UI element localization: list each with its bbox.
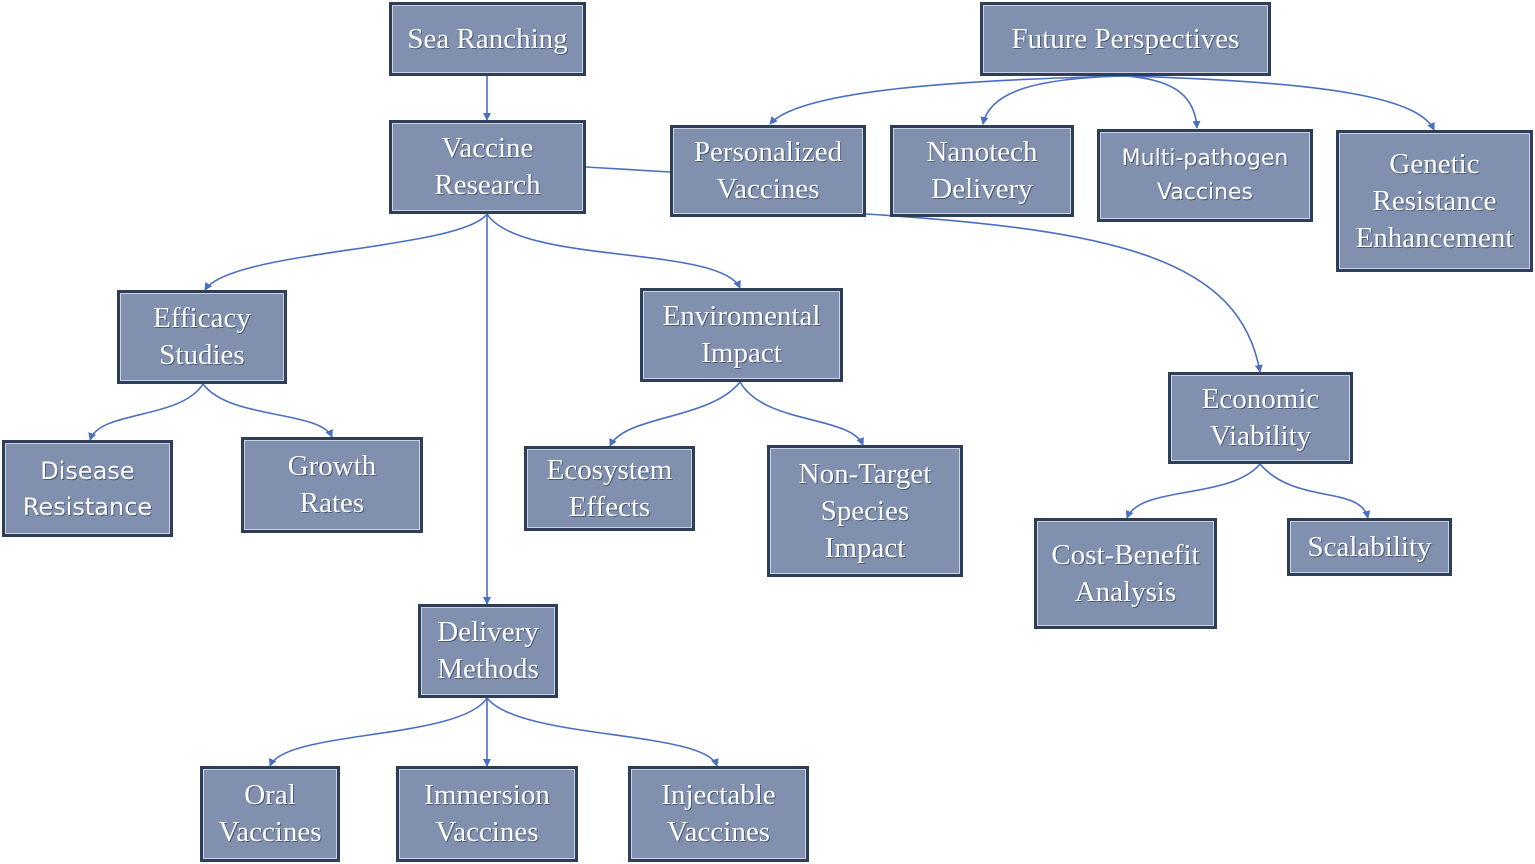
connector-economic-to-scalability <box>1259 463 1371 519</box>
connector-delivery-to-oral <box>269 697 488 767</box>
connector-efficacy-to-disease <box>88 383 204 441</box>
node-disease-resistance: Disease Resistance <box>2 440 173 537</box>
connector-environmental-to-nontarget <box>739 381 864 446</box>
node-future-perspectives: Future Perspectives <box>980 2 1271 76</box>
node-personalized-vaccines: Personalized Vaccines <box>670 125 866 217</box>
node-label: Delivery Methods <box>437 616 539 685</box>
node-delivery-methods: Delivery Methods <box>418 604 558 698</box>
node-label: Efficacy Studies <box>153 302 251 371</box>
node-label: Scalability <box>1307 530 1432 563</box>
node-oral-vaccines: Oral Vaccines <box>200 766 340 862</box>
node-efficacy-studies: Efficacy Studies <box>117 290 287 384</box>
node-label: Injectable Vaccines <box>661 779 776 848</box>
node-label: Future Perspectives <box>1011 22 1240 55</box>
node-label: Disease Resistance <box>22 456 153 521</box>
node-genetic-resistance-enhancement: Genetic Resistance Enhancement <box>1336 130 1533 272</box>
node-label: Cost-Benefit Analysis <box>1051 538 1200 608</box>
connector-vaccine-research-to-efficacy <box>204 213 488 291</box>
node-vaccine-research: Vaccine Research <box>389 120 586 214</box>
node-label: Multi-pathogen Vaccines <box>1121 145 1289 205</box>
connector-personalized-to-economic <box>865 213 1263 373</box>
node-environmental-impact: Enviromental Impact <box>640 288 843 382</box>
connector-economic-to-costbenefit <box>1125 463 1261 519</box>
node-label: Ecosystem Effects <box>546 453 673 523</box>
node-label: Genetic Resistance Enhancement <box>1355 147 1514 254</box>
connector-future-to-genetic <box>1124 75 1435 131</box>
connector-delivery-to-injectable <box>486 697 719 767</box>
connector-future-to-multipathogen <box>1124 75 1201 129</box>
node-label: Non-Target Species Impact <box>798 457 932 564</box>
node-injectable-vaccines: Injectable Vaccines <box>628 766 809 862</box>
node-label: Personalized Vaccines <box>693 136 843 205</box>
node-sea-ranching: Sea Ranching <box>389 2 586 76</box>
node-label: Sea Ranching <box>407 22 568 55</box>
node-label: Economic Viability <box>1201 383 1320 452</box>
node-multi-pathogen-vaccines: Multi-pathogen Vaccines <box>1097 129 1313 222</box>
connector-environmental-to-ecosystem <box>609 381 741 447</box>
node-growth-rates: Growth Rates <box>241 437 423 533</box>
node-immersion-vaccines: Immersion Vaccines <box>396 766 578 862</box>
connector-vaccine-research-to-environmental <box>486 213 741 289</box>
node-nanotech-delivery: Nanotech Delivery <box>890 125 1074 217</box>
node-label: Oral Vaccines <box>218 779 322 848</box>
node-label: Immersion Vaccines <box>424 779 550 848</box>
node-ecosystem-effects: Ecosystem Effects <box>524 446 695 531</box>
node-scalability: Scalability <box>1287 518 1452 576</box>
node-economic-viability: Economic Viability <box>1168 372 1353 464</box>
connector-future-to-personalized <box>769 75 1126 125</box>
node-label: Growth Rates <box>287 450 377 519</box>
node-label: Enviromental Impact <box>662 300 821 369</box>
node-label: Vaccine Research <box>434 132 541 201</box>
connector-efficacy-to-growth <box>202 383 333 438</box>
node-cost-benefit-analysis: Cost-Benefit Analysis <box>1034 518 1217 629</box>
node-label: Nanotech Delivery <box>926 136 1038 205</box>
connector-future-to-nanotech <box>980 75 1126 125</box>
connector-vaccine-research-to-personalized <box>585 166 671 173</box>
node-non-target-species-impact: Non-Target Species Impact <box>767 445 963 577</box>
